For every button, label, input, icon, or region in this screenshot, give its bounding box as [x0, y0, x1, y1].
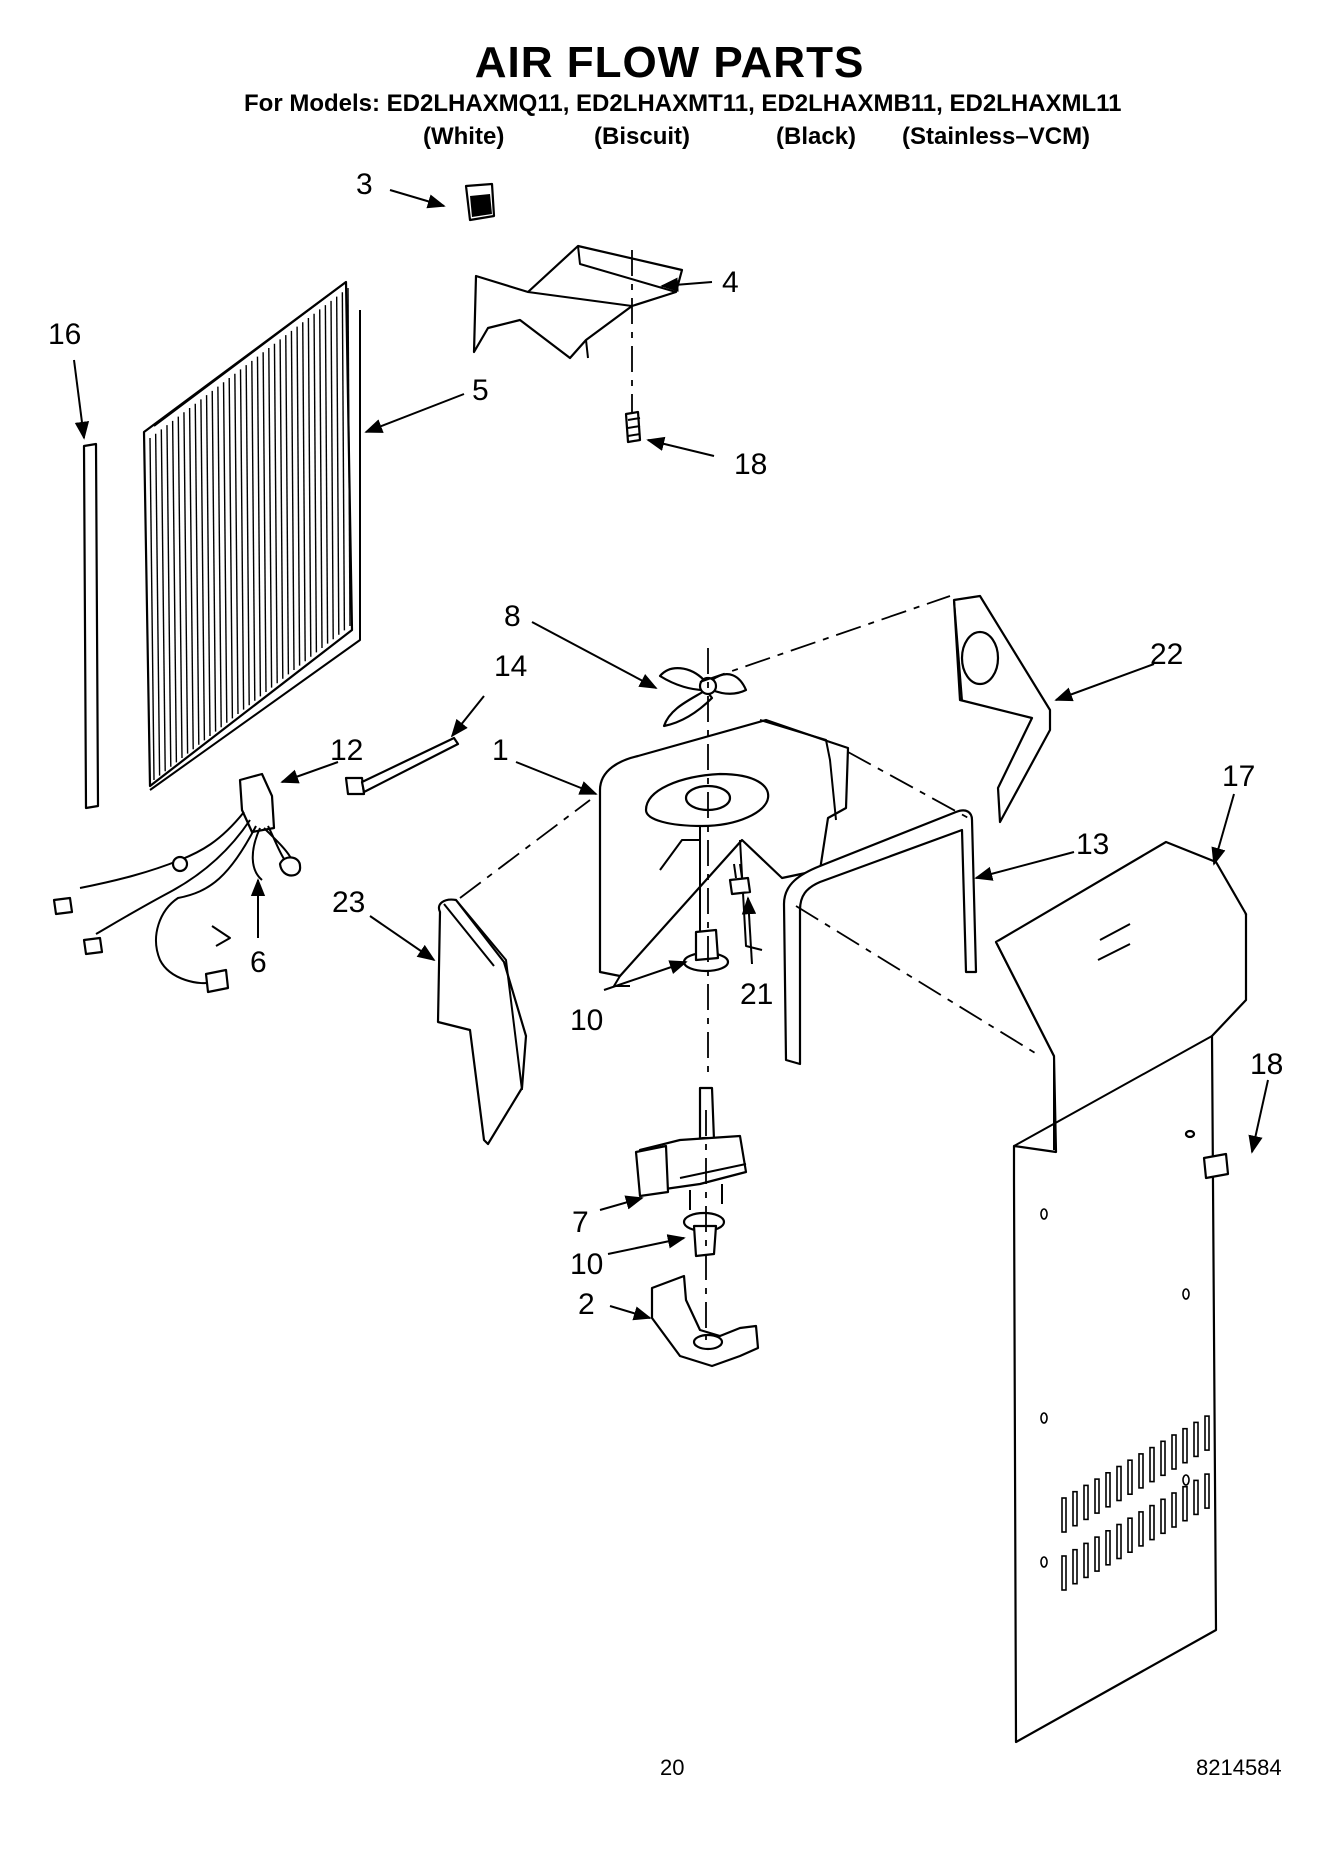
- part-3-clip: [464, 182, 496, 222]
- part-18-screw-top: [624, 410, 642, 444]
- part-10-grommet-lower: [682, 1211, 726, 1258]
- callout-4: 4: [722, 266, 739, 299]
- part-2-mount-bracket: [650, 1274, 760, 1368]
- part-13-u-frame: [782, 809, 978, 1066]
- color-white: (White): [423, 123, 505, 150]
- callout-16: 16: [48, 318, 81, 351]
- part-18-screw-right: [1184, 1129, 1230, 1180]
- part-23-bracket: [436, 898, 528, 1146]
- color-biscuit: (Biscuit): [594, 123, 690, 150]
- part-16-strip: [82, 442, 100, 810]
- callout-12: 12: [330, 734, 363, 767]
- color-stainless: (Stainless–VCM): [902, 123, 1091, 150]
- part-12-wire-harness: [52, 772, 302, 994]
- part-5-evaporator: [142, 280, 361, 791]
- callout-17: 17: [1222, 760, 1255, 793]
- callout-18-right: 18: [1250, 1048, 1283, 1081]
- part-7-motor: [634, 1086, 748, 1210]
- callout-10-upper: 10: [570, 1004, 603, 1037]
- callout-10-lower: 10: [570, 1248, 603, 1281]
- leader-arrows: [73, 189, 1269, 1321]
- callout-18-top: 18: [734, 448, 767, 481]
- page-number: 20: [660, 1755, 685, 1780]
- part-4-duct: [472, 244, 684, 360]
- page-title: AIR FLOW PARTS: [474, 38, 865, 87]
- part-8-fan-blade: [658, 667, 748, 728]
- callout-5: 5: [472, 374, 489, 407]
- part-10-grommet-upper: [682, 928, 730, 973]
- callout-8: 8: [504, 600, 521, 633]
- color-black: (Black): [776, 123, 857, 150]
- callout-7: 7: [572, 1206, 589, 1239]
- callout-3: 3: [356, 168, 373, 201]
- callout-21: 21: [740, 978, 773, 1011]
- callout-22: 22: [1150, 638, 1183, 671]
- part-17-rear-cover: [994, 840, 1248, 1744]
- callout-13: 13: [1076, 828, 1109, 861]
- callout-14: 14: [494, 650, 527, 683]
- part-1-fan-shroud: [598, 718, 850, 987]
- part-14-cable-tie: [344, 736, 460, 796]
- callout-6: 6: [250, 946, 267, 979]
- callout-23: 23: [332, 886, 365, 919]
- callout-2: 2: [578, 1288, 595, 1321]
- callout-1: 1: [492, 734, 509, 767]
- document-number: 8214584: [1196, 1755, 1282, 1780]
- part-21-screw: [728, 863, 752, 896]
- model-list: For Models: ED2LHAXMQ11, ED2LHAXMT11, ED…: [244, 90, 1122, 117]
- assembly-lines: [459, 250, 1041, 1340]
- part-22-bracket: [952, 594, 1052, 824]
